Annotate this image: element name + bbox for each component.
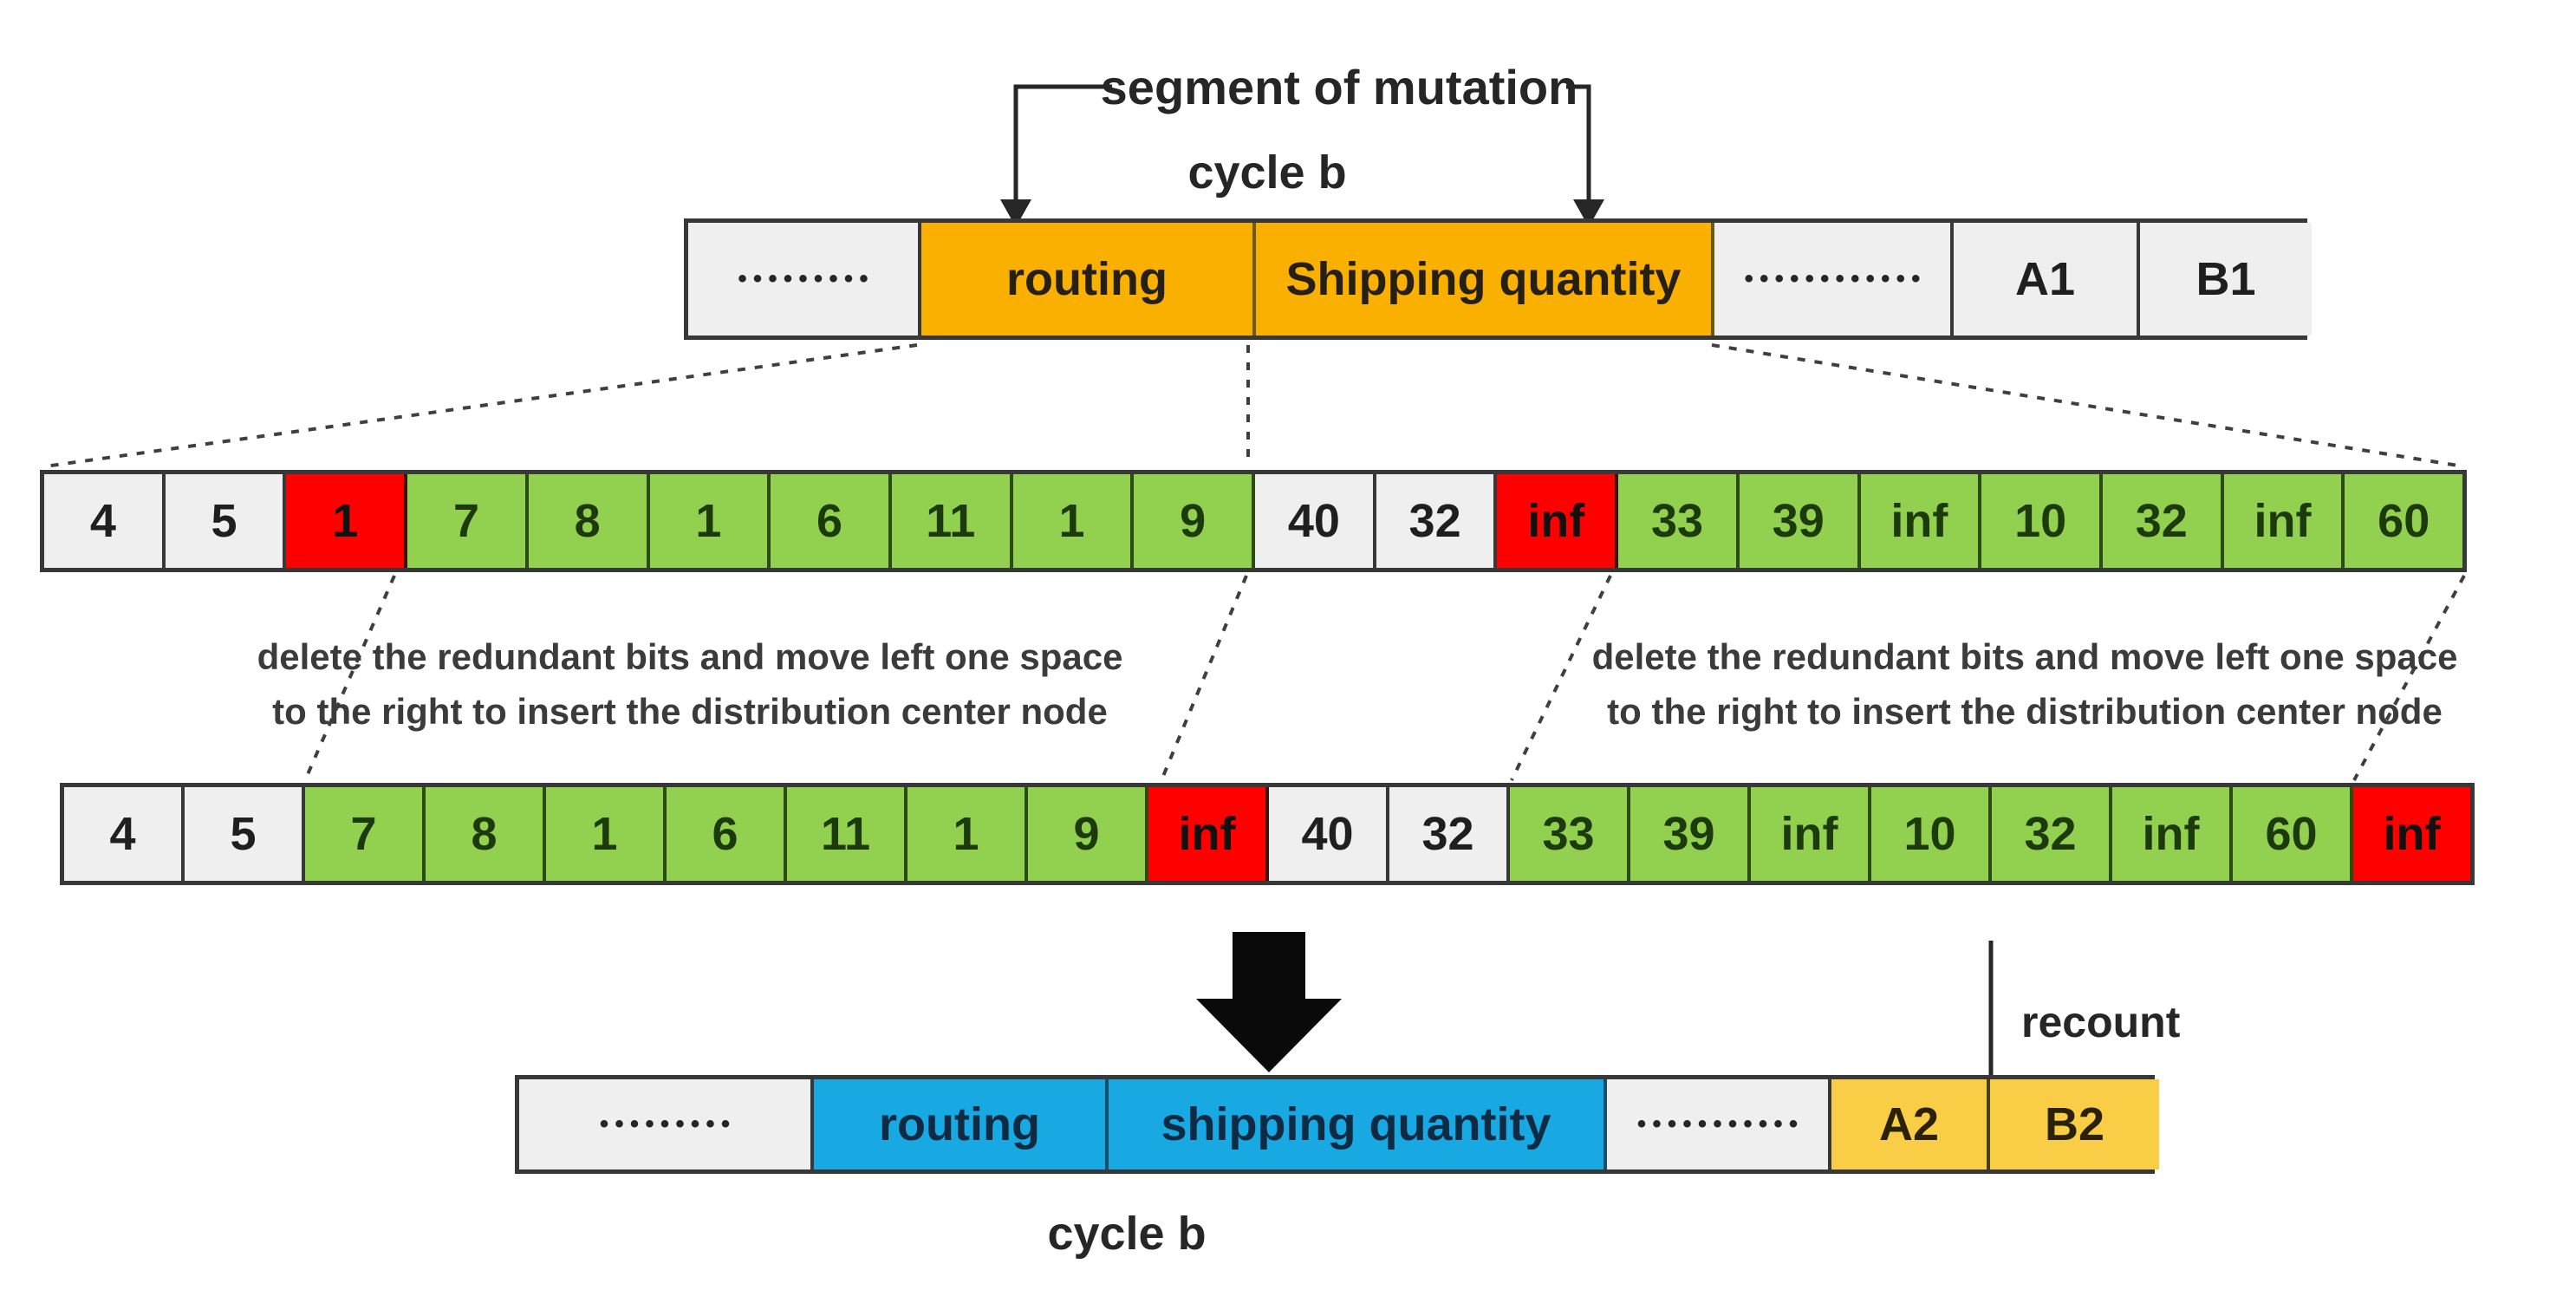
gene-value-cell: 7: [407, 474, 529, 568]
gene-segment-cell: ••••••••••••: [1714, 223, 1954, 336]
gene-value-cell: 8: [426, 787, 546, 881]
cycle-b-bottom-label: cycle b: [1047, 1208, 1207, 1260]
dashed-links-top: [44, 343, 2464, 468]
gene-value-cell: 9: [1028, 787, 1148, 881]
gene-value-cell: inf: [2223, 474, 2345, 568]
gene-segment-cell: B1: [2140, 223, 2312, 336]
gene-value-cell: 1: [907, 787, 1028, 881]
gene-segment-cell: •••••••••: [519, 1079, 814, 1169]
gene-value-cell: 32: [1992, 787, 2112, 881]
gene-value-cell: inf: [2353, 787, 2470, 881]
gene-value-cell: 5: [185, 787, 305, 881]
gene-segment-cell: Shipping quantity: [1256, 223, 1714, 336]
note-left: delete the redundant bits and move left …: [257, 629, 1123, 739]
gene-value-cell: 6: [771, 474, 892, 568]
note-right: delete the redundant bits and move left …: [1592, 629, 2458, 739]
gene-value-cell: 5: [165, 474, 287, 568]
gene-value-cell: 11: [787, 787, 907, 881]
gene-value-cell: 32: [2102, 474, 2224, 568]
gene-value-cell: 4: [44, 474, 166, 568]
gene-value-cell: 9: [1134, 474, 1256, 568]
gene-value-cell: 33: [1618, 474, 1740, 568]
gene-value-cell: 6: [667, 787, 787, 881]
gene-value-cell: inf: [2112, 787, 2233, 881]
gene-segment-cell: A1: [1954, 223, 2140, 336]
gene-value-cell: 60: [2345, 474, 2463, 568]
gene-value-cell: 60: [2233, 787, 2353, 881]
gene-value-cell: 32: [1376, 474, 1498, 568]
gene-value-cell: inf: [1497, 474, 1619, 568]
big-down-arrow-icon: [1196, 932, 1342, 1072]
gene-value-cell: inf: [1860, 474, 1982, 568]
gene-value-cell: 40: [1255, 474, 1376, 568]
gene-value-cell: inf: [1148, 787, 1269, 881]
gene-value-cell: 1: [649, 474, 771, 568]
gene-value-cell: 4: [64, 787, 185, 881]
gene-segment-cell: routing: [814, 1079, 1109, 1169]
gene-value-cell: 1: [546, 787, 667, 881]
gene-value-cell: 1: [286, 474, 408, 568]
gene-segment-cell: A2: [1831, 1079, 1990, 1169]
gene-value-cell: 10: [1871, 787, 1992, 881]
gene-value-cell: 10: [1981, 474, 2103, 568]
gene-value-cell: 7: [305, 787, 426, 881]
gene-value-cell: 32: [1389, 787, 1510, 881]
gene-value-cell: 39: [1739, 474, 1861, 568]
note-left-line2: to the right to insert the distribution …: [272, 691, 1108, 732]
note-right-line1: delete the redundant bits and move left …: [1591, 636, 2458, 677]
gene-value-cell: 39: [1630, 787, 1751, 881]
gene-value-cell: 40: [1269, 787, 1389, 881]
cycle-b-top-label: cycle b: [1187, 147, 1347, 199]
gene-segment-cell: shipping quantity: [1109, 1079, 1607, 1169]
gene-value-cell: 8: [528, 474, 650, 568]
segment-of-mutation-label: segment of mutation: [1100, 60, 1578, 114]
gene-segment-cell: B2: [1990, 1079, 2159, 1169]
gene-segment-cell: routing: [921, 223, 1256, 336]
gene-value-cell: 33: [1510, 787, 1630, 881]
gene-value-cell: 11: [891, 474, 1013, 568]
gene-value-cell: 1: [1012, 474, 1135, 568]
recount-label: recount: [2021, 998, 2181, 1046]
gene-segment-cell: •••••••••: [688, 223, 921, 336]
note-right-line2: to the right to insert the distribution …: [1607, 691, 2443, 732]
gene-value-cell: inf: [1751, 787, 1871, 881]
gene-segment-cell: •••••••••••: [1607, 1079, 1831, 1169]
note-left-line1: delete the redundant bits and move left …: [257, 636, 1123, 677]
